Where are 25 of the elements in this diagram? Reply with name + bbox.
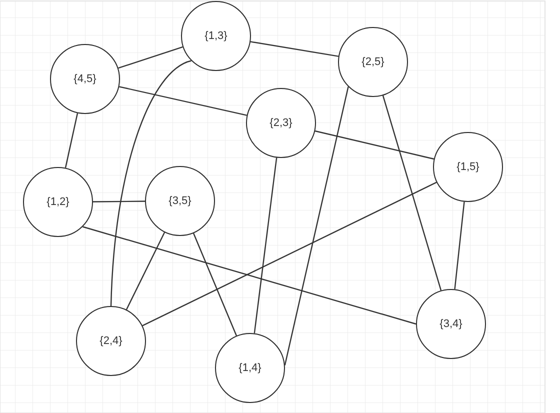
node-label: {3,5}: [168, 194, 192, 208]
node-label: {2,3}: [270, 116, 292, 130]
connector-line: [64, 113, 78, 168]
node-label: {2,5}: [362, 56, 384, 68]
connector-line: [314, 130, 434, 160]
connector-line: [254, 158, 278, 334]
connector-line: [93, 200, 145, 202]
connector-line: [284, 86, 349, 366]
node-label: {2,4}: [100, 334, 122, 348]
connector-line: [192, 233, 238, 336]
connector-line: [454, 202, 465, 290]
connector-line: [250, 41, 339, 57]
node-label: {1,4}: [238, 362, 262, 374]
connector-line: [110, 60, 192, 306]
node-label: {1,3}: [204, 30, 228, 42]
node-label: {4,5}: [74, 72, 96, 86]
connector-line: [382, 95, 442, 291]
node-label: {1,5}: [456, 160, 480, 174]
connector-line: [118, 46, 183, 69]
connector-line: [126, 232, 166, 310]
node-label: {1,2}: [46, 196, 70, 208]
connector-line: [142, 182, 437, 326]
node-label: {3,4}: [440, 318, 462, 330]
connector-line: [119, 86, 247, 116]
connector-line: [82, 226, 416, 325]
